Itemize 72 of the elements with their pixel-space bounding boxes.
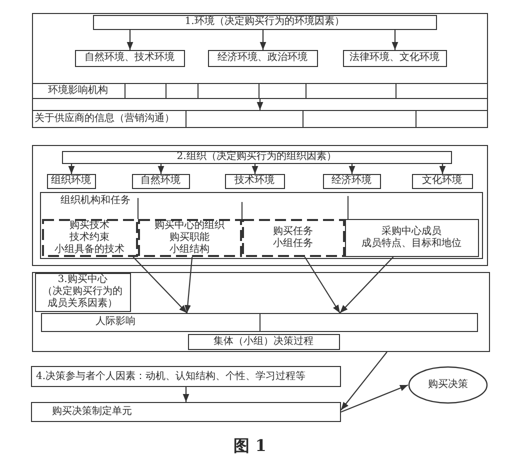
table-row (40, 312, 478, 332)
factor-box (74, 50, 184, 66)
node-label: 集体（小组）决策过程 (214, 336, 314, 348)
arrow (260, 30, 266, 50)
arrow (439, 164, 446, 174)
arrow (184, 256, 193, 314)
table-row (32, 82, 488, 98)
arrow (158, 164, 164, 174)
node-label: 技术约束 (70, 232, 110, 244)
node-label: 关于供应商的信息（营销沟通） (34, 112, 174, 124)
arrow (182, 387, 190, 402)
node-label: 人际影响 (96, 316, 136, 328)
group-panel (40, 192, 482, 258)
node-label: 小组任务 (273, 238, 313, 250)
node-label: 小组具备的技术 (54, 244, 124, 256)
arrow (252, 164, 258, 174)
node-label: 文化环境 (422, 175, 462, 187)
dashed-box (138, 218, 242, 256)
node-label: 组织机构和任务 (60, 194, 130, 206)
heading-box (62, 150, 452, 164)
node-label: 小组结构 (170, 244, 210, 256)
arrow (392, 30, 398, 50)
factor-box (344, 218, 478, 256)
node-label: 购买中心的组织 (154, 220, 224, 232)
node-label: 环境影响机构 (48, 84, 108, 96)
factor-box (31, 366, 341, 387)
factor-box (412, 174, 472, 188)
node-label: 1.环境（决定购买行为的环境因素） (184, 16, 344, 28)
arrow (68, 164, 75, 174)
arrow (126, 30, 134, 50)
node-label: 2.组织（决定购买行为的组织因素） (176, 151, 336, 163)
arrow (304, 256, 340, 314)
factor-box (224, 174, 284, 188)
arrow (340, 384, 408, 413)
factor-box (208, 50, 318, 66)
factor-box (322, 174, 380, 188)
node-label: 购买技术 (70, 220, 110, 232)
node-label: 购买决策制定单元 (52, 406, 132, 418)
arrow (256, 99, 264, 110)
node-label: 自然环境 (140, 175, 180, 187)
node-label: 4.决策参与者个人因素：动机、认知结构、个性、学习过程等 (36, 370, 306, 382)
table-row (32, 110, 488, 128)
dashed-box (42, 218, 138, 256)
process-box (188, 334, 340, 350)
section-frame (32, 272, 490, 352)
factor-box (132, 174, 190, 188)
node-label: 购买任务 (273, 226, 313, 238)
node-label: 组织环境 (51, 175, 91, 187)
arrow (340, 352, 388, 410)
factor-box (342, 50, 446, 66)
node-label: 经济环境、政治环境 (218, 52, 308, 64)
heading-box (92, 14, 436, 30)
node-label: 法律环境、文化环境 (350, 52, 440, 64)
decision-ellipse (408, 366, 488, 404)
node-label: 经济环境 (332, 175, 372, 187)
factor-box (46, 174, 96, 188)
arrow (340, 256, 394, 314)
node-label: 成员特点、目标和地位 (362, 238, 462, 250)
figure-caption: 图 1 (234, 436, 266, 457)
section-frame (32, 13, 488, 128)
node-label: 技术环境 (234, 175, 274, 187)
node-label: 购买决策 (428, 379, 468, 391)
node-label: 自然环境、技术环境 (84, 52, 174, 64)
node-label: 3.购买中心 (58, 274, 108, 286)
node-label: 购买职能 (170, 232, 210, 244)
heading-box (34, 272, 130, 312)
dashed-box (242, 218, 344, 256)
arrow (348, 164, 356, 174)
process-box (31, 402, 341, 422)
node-label: （决定购买行为的成员关系因素） (42, 286, 124, 310)
section-frame (32, 145, 488, 266)
node-label: 采购中心成员 (382, 226, 442, 238)
